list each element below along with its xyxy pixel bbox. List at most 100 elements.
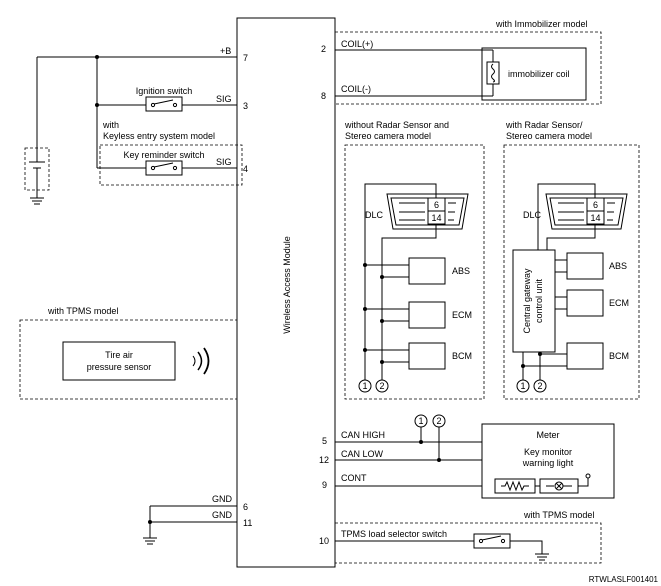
tpms-switch-wire	[510, 540, 543, 554]
tire-sensor-label-line2: pressure sensor	[87, 362, 152, 372]
pin-4: 4	[243, 164, 248, 174]
pin-can-high-name: CAN HIGH	[341, 430, 385, 440]
power-terminal-icon	[585, 473, 591, 479]
immobilizer-option-box	[334, 31, 602, 105]
node-1-marker	[358, 379, 372, 393]
tire-sensor-label-line1: Tire air	[105, 350, 133, 360]
can-high-bus-wire	[364, 183, 437, 380]
coil-icon	[486, 61, 500, 85]
with-radar-label-line1: with Radar Sensor/	[505, 120, 583, 130]
key-monitor-label-line2: warning light	[522, 458, 574, 468]
pin-can-low-name: CAN LOW	[341, 449, 384, 459]
immobilizer-model-label: with Immobilizer model	[495, 19, 588, 29]
ignition-switch-label: Ignition switch	[136, 86, 193, 96]
ground-symbol-icon	[143, 537, 157, 545]
with-radar-label-line2: Stereo camera model	[506, 131, 592, 141]
abs-label-2: ABS	[609, 261, 627, 271]
dlc-pin-6-label: 6	[434, 200, 439, 210]
pin-gnd2-name: GND	[212, 510, 233, 520]
dlc-pin-14-label-b: 14	[590, 213, 600, 223]
keyless-label-line1: with	[102, 120, 119, 130]
pin-bplus-name: +B	[220, 46, 231, 56]
radio-waves-icon	[192, 347, 210, 375]
pin-8: 8	[321, 91, 326, 101]
pin-2: 2	[321, 44, 326, 54]
node-2-marker-2	[533, 379, 547, 393]
abs-box-2	[566, 252, 604, 280]
node-1-marker-2	[516, 379, 530, 393]
key-monitor-label-line1: Key monitor	[524, 447, 572, 457]
dlc-pin-6-label-b: 6	[593, 200, 598, 210]
tpms-switch-label: TPMS load selector switch	[341, 529, 447, 539]
gateway-label-line2: control unit	[534, 278, 544, 323]
immobilizer-coil-label: immobilizer coil	[508, 69, 570, 79]
pin-12: 12	[319, 455, 329, 465]
ecm-box-2	[566, 289, 604, 317]
pin-5: 5	[322, 436, 327, 446]
module-label: Wireless Access Module	[282, 236, 292, 334]
central-gateway-box	[512, 249, 556, 353]
pin-ign-sig-name: SIG	[216, 94, 232, 104]
pin-coil-minus-name: COIL(-)	[341, 84, 371, 94]
ecm-label: ECM	[452, 310, 472, 320]
without-radar-label-line1: without Radar Sensor and	[344, 120, 449, 130]
bcm-box	[408, 342, 446, 370]
node-1-marker-3	[414, 414, 428, 428]
ecm-label-2: ECM	[609, 298, 629, 308]
gateway-wires	[521, 183, 596, 380]
pin-10: 10	[319, 536, 329, 546]
node-1-label-2: 1	[520, 381, 525, 391]
ecu-bus-wires	[363, 263, 409, 364]
resistor-icon	[501, 480, 529, 492]
node-1-label: 1	[362, 381, 367, 391]
bcm-label: BCM	[452, 351, 472, 361]
tpms-model-label-2: with TPMS model	[523, 510, 594, 520]
keyless-label-line2: Keyless entry system model	[103, 131, 215, 141]
abs-label: ABS	[452, 266, 470, 276]
meter-label: Meter	[536, 430, 559, 440]
tpms-switch-icon	[473, 533, 511, 549]
node-2-marker-3	[432, 414, 446, 428]
node-2-label-2: 2	[537, 381, 542, 391]
ground-symbol-icon	[535, 553, 549, 561]
dlc-label-2: DLC	[523, 210, 542, 220]
dlc-label: DLC	[365, 210, 384, 220]
junction-dot	[148, 520, 152, 524]
keyless-option-box	[99, 144, 243, 186]
tpms-model-label: with TPMS model	[47, 306, 118, 316]
wireless-access-module	[236, 17, 336, 568]
figure-code: RTWLASLF001401	[589, 575, 659, 584]
tpms-option-box	[19, 319, 238, 400]
node-2-label-3: 2	[436, 416, 441, 426]
abs-box	[408, 257, 446, 285]
pin-11: 11	[243, 518, 252, 528]
key-reminder-label: Key reminder switch	[123, 150, 204, 160]
meter-power-wire	[578, 478, 589, 487]
battery	[24, 57, 50, 205]
pin-key-sig-name: SIG	[216, 157, 232, 167]
node-2-label: 2	[379, 381, 384, 391]
pin-3: 3	[243, 101, 248, 111]
pin-gnd1-name: GND	[212, 494, 233, 504]
pin-7: 7	[243, 53, 248, 63]
node-2-marker	[375, 379, 389, 393]
without-radar-label-line2: Stereo camera model	[345, 131, 431, 141]
pin-9: 9	[322, 480, 327, 490]
junction-dot	[437, 458, 441, 462]
ignition-switch-icon	[145, 96, 183, 112]
junction-dot	[419, 440, 423, 444]
gateway-label-line1: Central gateway	[522, 268, 532, 334]
key-reminder-switch-icon	[145, 160, 183, 176]
pin-6: 6	[243, 502, 248, 512]
bcm-label-2: BCM	[609, 351, 629, 361]
tpms-selector-option-box	[334, 522, 602, 564]
without-radar-option-box	[344, 144, 485, 400]
ecm-box	[408, 301, 446, 329]
dlc-pin-14-label: 14	[431, 213, 441, 223]
node-1-label-3: 1	[418, 416, 423, 426]
pin-coil-plus-name: COIL(+)	[341, 39, 373, 49]
pin-cont-name: CONT	[341, 473, 367, 483]
bcm-box-2	[566, 342, 604, 370]
with-radar-option-box	[503, 144, 640, 400]
